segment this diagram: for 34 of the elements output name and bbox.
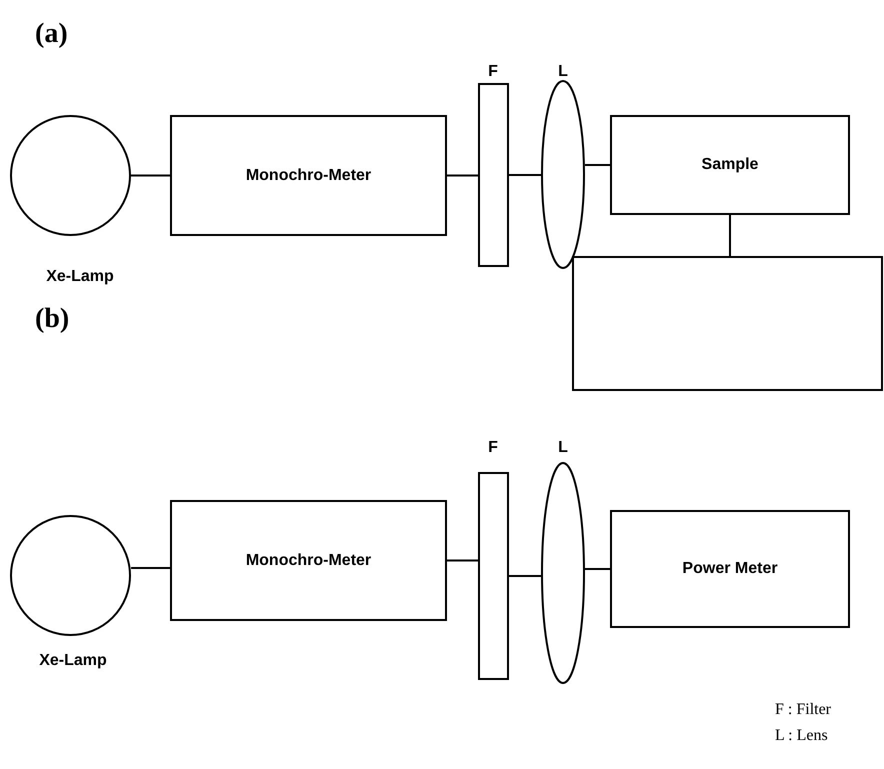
panel-label: F : Filter xyxy=(775,701,832,719)
part-label: L xyxy=(558,439,568,457)
process-box xyxy=(170,500,447,621)
filter-bar xyxy=(478,472,509,680)
connector-line xyxy=(585,164,610,166)
connector-line xyxy=(131,174,170,176)
part-label: Xe-Lamp xyxy=(46,268,114,286)
connector-line xyxy=(509,575,541,577)
process-box xyxy=(170,115,447,236)
connector-line xyxy=(131,567,170,569)
connector-line xyxy=(729,215,731,256)
lens-ellipse xyxy=(541,462,585,684)
connector-line xyxy=(447,174,478,176)
lamp-circle xyxy=(10,115,131,236)
connector-line xyxy=(447,560,478,562)
panel-label: L : Lens xyxy=(775,727,828,745)
box-label: Power Meter xyxy=(682,560,778,578)
process-box xyxy=(610,510,850,628)
lens-ellipse xyxy=(541,80,585,269)
instrument-box xyxy=(572,256,883,391)
connector-line xyxy=(509,174,541,176)
process-box xyxy=(610,115,850,215)
part-label: F xyxy=(488,439,498,457)
connector-line xyxy=(585,568,610,570)
filter-bar xyxy=(478,83,509,267)
part-label: L xyxy=(558,63,568,81)
panel-label: (b) xyxy=(35,303,70,335)
lamp-circle xyxy=(10,515,131,636)
box-label: Monochro-Meter xyxy=(246,166,372,184)
box-label: Monochro-Meter xyxy=(246,552,372,570)
panel-label: (a) xyxy=(35,18,68,50)
part-label: F xyxy=(488,63,498,81)
box-label: Sample xyxy=(702,156,758,174)
part-label: Xe-Lamp xyxy=(39,652,107,670)
